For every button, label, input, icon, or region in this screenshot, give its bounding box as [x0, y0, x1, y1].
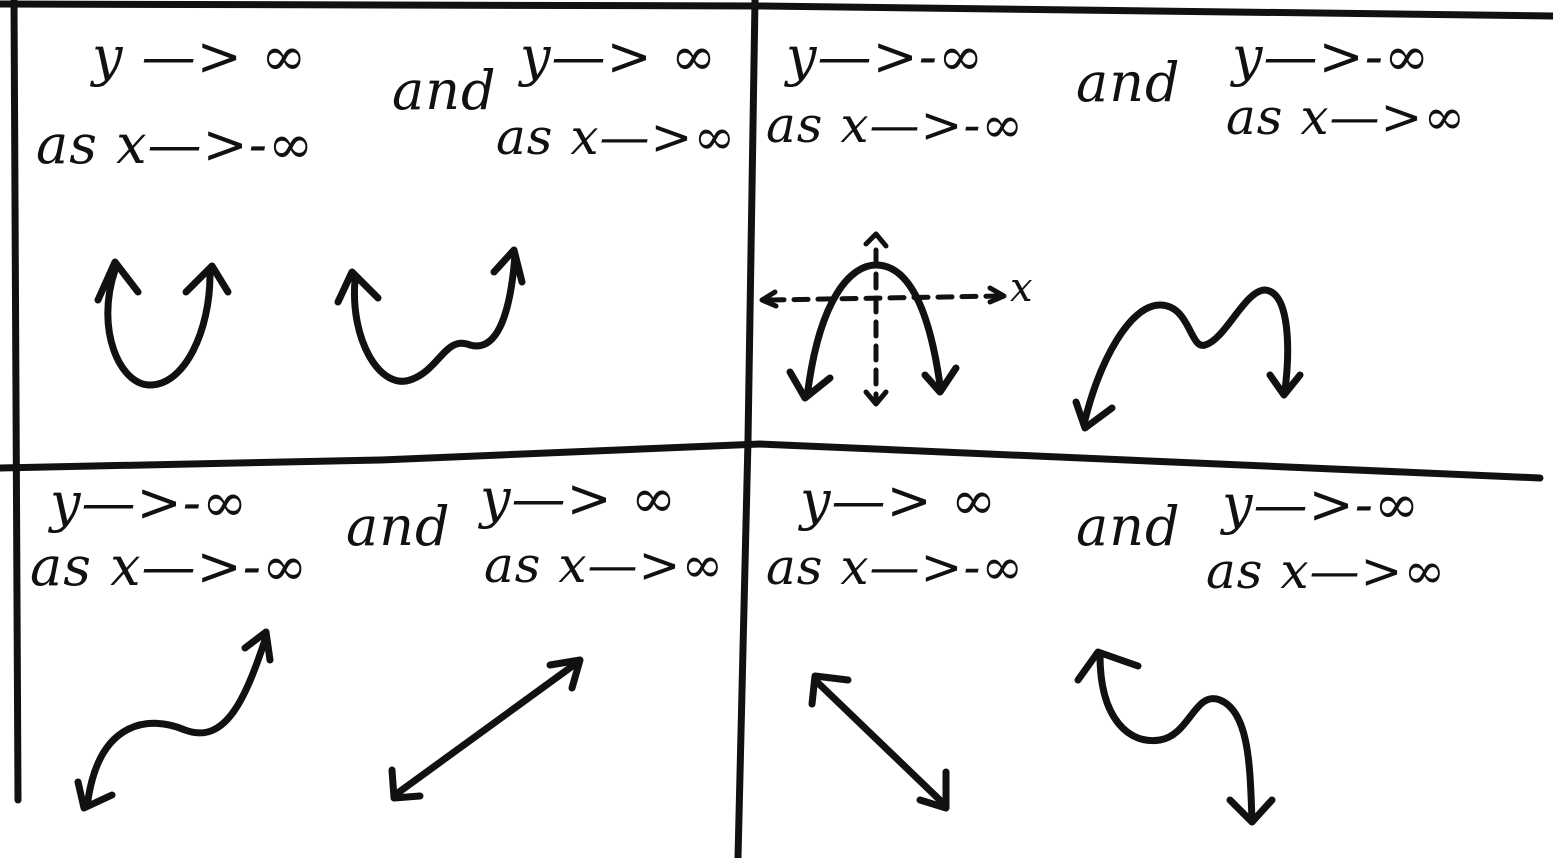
bl-line-rise: [388, 656, 584, 802]
tr-curve-quartic-down: [1072, 286, 1304, 432]
left-border-line: [10, 0, 22, 804]
tr-arrowhead-right: [921, 364, 960, 396]
bl-arrowhead-low: [74, 778, 116, 812]
tr-curve-parabola-down: [786, 261, 960, 402]
tl-arrowhead-left2: [334, 268, 382, 306]
br-right-line1: y—>-∞: [1222, 473, 1420, 536]
br-and: and: [1076, 495, 1181, 558]
tl-right-line1: y—> ∞: [520, 25, 717, 88]
br-curve-cubic-fall: [1074, 648, 1276, 826]
tr-right-line2: as x—>∞: [1226, 88, 1467, 146]
tr-right-line1: y—>-∞: [1232, 25, 1430, 88]
bl-arrowhead-high2: [546, 656, 584, 692]
br-line-fall: [808, 672, 950, 812]
tl-arrowhead-left: [94, 258, 142, 304]
bl-left-line2: as x—>-∞: [30, 535, 308, 598]
bl-arrowhead-high: [241, 628, 274, 664]
bl-left-line1: y—>-∞: [50, 471, 248, 534]
tl-left-line2: as x—>-∞: [36, 113, 314, 176]
tr-and: and: [1076, 51, 1181, 114]
br-arrowhead-high2: [1074, 648, 1142, 684]
br-arrowhead-low: [916, 768, 950, 812]
tr-left-line1: y—>-∞: [786, 25, 984, 88]
tl-and: and: [392, 59, 497, 122]
bl-right-line2: as x—>∞: [484, 536, 725, 594]
bl-curve-cubic-rise: [74, 628, 274, 812]
tr-left-line2: as x—>-∞: [766, 96, 1024, 154]
tr-arrowhead-left2: [1072, 398, 1116, 432]
top-border-line: [0, 0, 1553, 20]
br-right-line2: as x—>∞: [1206, 542, 1447, 600]
br-left-line2: as x—>-∞: [766, 538, 1024, 596]
bl-right-line1: y—> ∞: [480, 467, 677, 530]
br-arrowhead-low2: [1226, 796, 1276, 826]
vertical-divider: [734, 0, 759, 858]
bl-arrowhead-low2: [388, 766, 424, 802]
tr-axes-arrowheads: [759, 231, 1007, 407]
tl-curve-quartic-up: [334, 246, 526, 385]
br-left-line1: y—> ∞: [800, 469, 997, 532]
tr-axes: [767, 247, 1003, 403]
br-arrowhead-high: [808, 672, 852, 708]
bl-and: and: [346, 495, 451, 558]
tl-left-line1: y —> ∞: [92, 25, 308, 88]
tl-arrowhead-right2: [490, 246, 526, 286]
tl-arrowhead-right: [182, 262, 232, 296]
tr-arrowhead-right2: [1266, 371, 1304, 399]
tr-arrowhead-left: [786, 368, 834, 402]
tl-curve-parabola-up: [94, 258, 232, 389]
tl-right-line2: as x—>∞: [496, 108, 737, 166]
tr-axis-label: x: [1010, 265, 1034, 311]
horizontal-divider: [0, 440, 1544, 482]
